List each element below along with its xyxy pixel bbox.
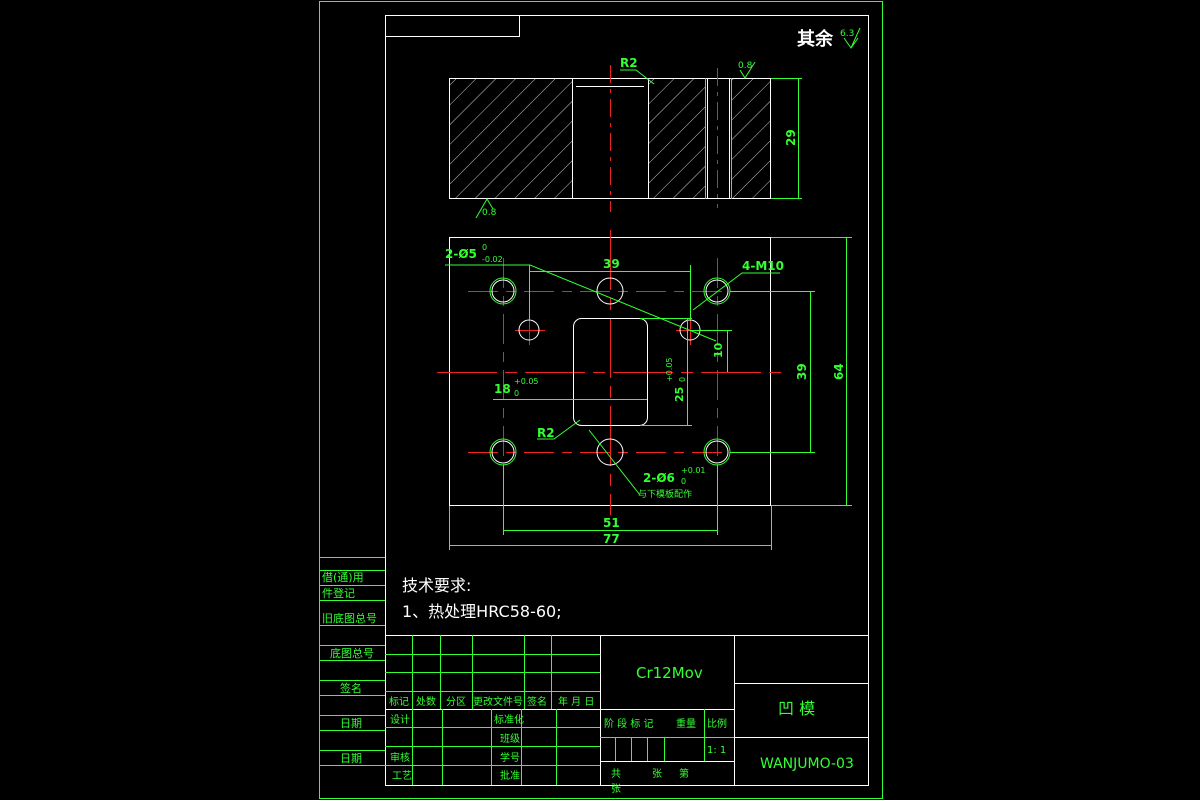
dim-77: 77 [603, 532, 620, 546]
sheets-unit-label: 张 [611, 783, 621, 795]
dim-64: 64 [832, 363, 846, 380]
side-label: 借(通)用 [322, 571, 364, 584]
side-column: 借(通)用 件登记 旧底图总号 底图总号 签名 日期 日期 [319, 557, 385, 766]
dim-18-tol-upper: +0.05 [514, 377, 539, 386]
design-label: 设计 [390, 713, 410, 726]
scale-header: 比例 [707, 717, 727, 730]
dim-18: 18 [494, 382, 511, 396]
standardization-label: 标准化 [494, 713, 524, 726]
dim-25-tol: +0.05 [665, 357, 674, 382]
opening-r2-label: R2 [537, 426, 555, 440]
side-label: 签名 [340, 681, 362, 695]
class-label: 班级 [500, 733, 520, 745]
surface-note-text: 其余 [797, 28, 834, 50]
pin5-tol-lower: -0.02 [482, 255, 503, 264]
sheets-total-label: 共 [611, 768, 621, 780]
sheet-no-label: 第 [679, 767, 689, 780]
thread-holes [489, 277, 731, 466]
section-r2-label: R2 [620, 56, 638, 70]
weight-header: 重量 [676, 717, 696, 730]
dim-10: 10 [712, 342, 725, 358]
dim-18-tol-lower: 0 [514, 389, 519, 398]
rev-header: 签名 [527, 695, 547, 708]
pin6-tol-lower: 0 [681, 477, 686, 486]
title-block: 标记 处数 分区 更改文件号 签名 年 月 日 设计 标准化 班级 审核 学号 … [385, 635, 868, 795]
corner-box [385, 15, 520, 37]
tech-requirements-title: 技术要求: [402, 576, 471, 595]
roughness-top-value: 0.8 [738, 61, 753, 71]
roughness-symbol-icon [843, 27, 861, 49]
surface-note-value: 6.3 [840, 29, 854, 39]
rev-header: 处数 [416, 695, 436, 708]
material: Cr12Mov [636, 664, 703, 682]
dim-39-vertical: 39 [795, 363, 809, 380]
sheet-unit-label: 张 [652, 768, 662, 780]
surface-roughness-note: 其余 6.3 [797, 27, 861, 50]
dim-51: 51 [603, 516, 620, 530]
die-opening [573, 318, 648, 426]
drawing-number: WANJUMO-03 [760, 756, 854, 772]
pin6-hole [596, 438, 624, 466]
pin6-hole [596, 277, 624, 305]
roughness-bottom-value: 0.8 [482, 208, 497, 218]
dim-25: 25 [673, 387, 686, 402]
process-label: 工艺 [392, 770, 412, 782]
approve-label: 批准 [500, 769, 520, 782]
pin5-label: 2-Ø5 [445, 247, 477, 261]
outer-frame [319, 1, 883, 799]
roughness-bottom-icon [475, 198, 494, 219]
side-label: 日期 [340, 717, 362, 730]
pin6-note: 与下模板配作 [638, 488, 692, 500]
rev-header: 更改文件号 [473, 695, 523, 708]
pin5-tol-upper: 0 [482, 243, 487, 252]
rev-header: 标记 [389, 696, 409, 708]
tech-requirement-1: 1、热处理HRC58-60; [402, 602, 562, 621]
pin6-tol-upper: +0.01 [681, 466, 706, 475]
side-label: 旧底图总号 [322, 611, 377, 625]
side-label: 日期 [340, 752, 362, 765]
pin6-label: 2-Ø6 [643, 471, 675, 485]
scale-value: 1: 1 [707, 745, 726, 756]
roughness-top-icon [739, 61, 756, 79]
review-label: 审核 [390, 751, 410, 764]
part-name: 凹 模 [778, 699, 815, 718]
side-label: 底图总号 [330, 646, 374, 660]
rev-header: 分区 [446, 696, 466, 708]
inner-frame [385, 15, 869, 786]
dim-25-tol-lower: 0 [678, 377, 687, 382]
rev-header: 年 月 日 [558, 695, 594, 708]
stage-header: 阶 段 标 记 [604, 717, 654, 730]
plan-view: 39 2-Ø5 0 -0.02 4-M10 10 39 64 25 +0.05 … [437, 230, 852, 550]
student-no-label: 学号 [500, 751, 520, 764]
dim-39-horizontal: 39 [603, 257, 620, 271]
dim-29: 29 [784, 129, 798, 146]
thread-label: 4-M10 [742, 259, 784, 273]
side-label: 件登记 [322, 586, 355, 600]
section-view: R2 0.8 0.8 29 [449, 56, 802, 219]
